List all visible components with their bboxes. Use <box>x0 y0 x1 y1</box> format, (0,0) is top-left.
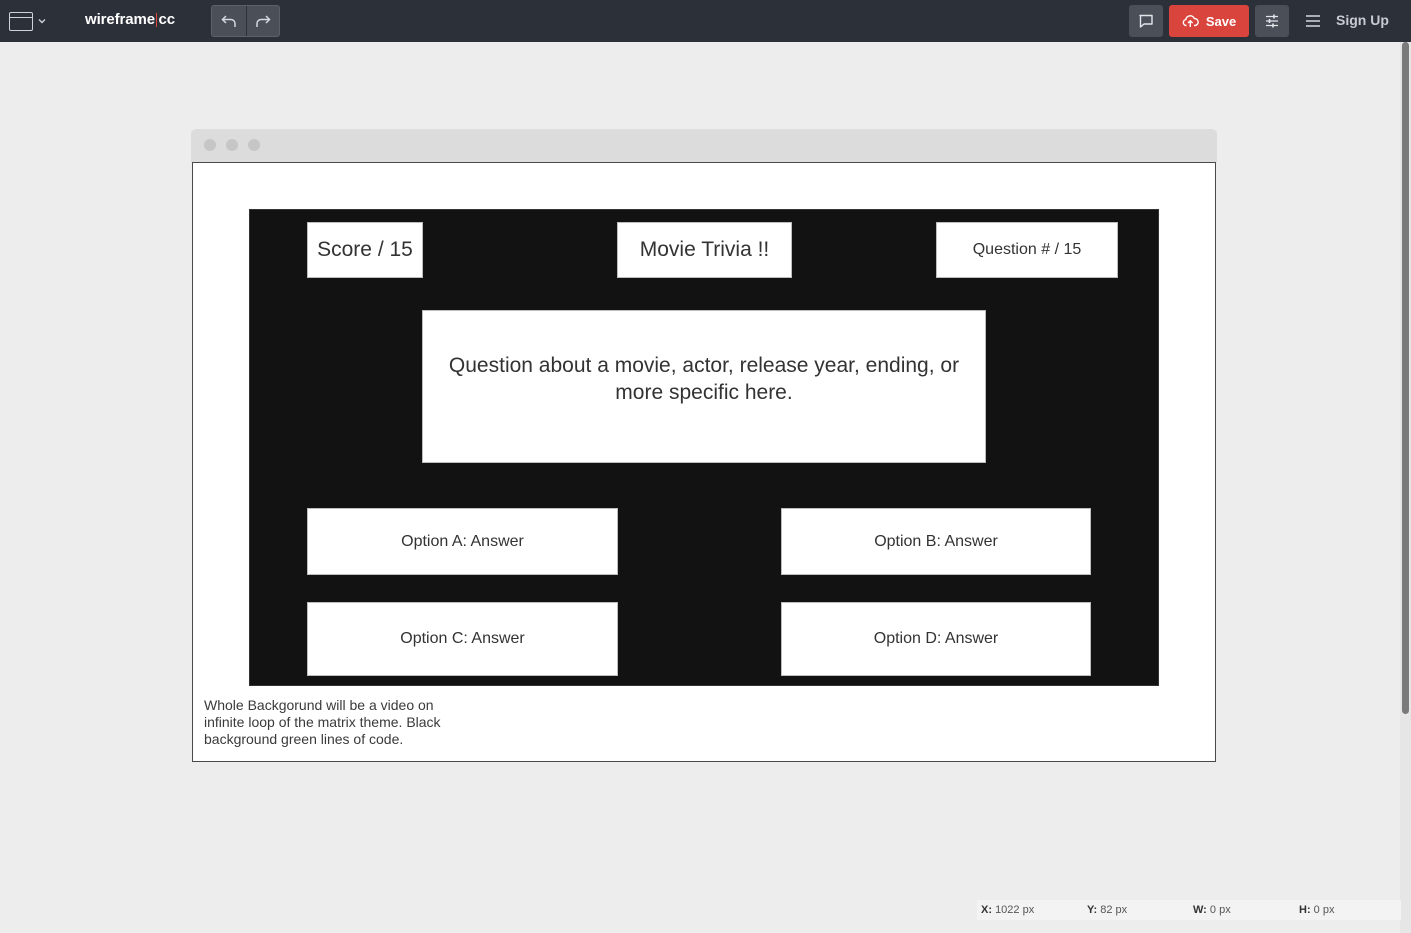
question-box[interactable]: Question about a movie, actor, release y… <box>422 310 986 463</box>
window-dot <box>226 139 238 151</box>
option-c-button[interactable]: Option C: Answer <box>307 602 618 676</box>
score-box[interactable]: Score / 15 <box>307 222 423 278</box>
redo-button[interactable] <box>245 6 280 36</box>
main-menu-button[interactable] <box>1302 10 1324 32</box>
chevron-down-icon <box>38 19 46 24</box>
save-label: Save <box>1205 13 1237 29</box>
option-b-button[interactable]: Option B: Answer <box>781 508 1091 575</box>
sliders-icon <box>1266 14 1278 28</box>
history-buttons <box>211 5 280 37</box>
coordinates-status-bar: X: 1022 px Y: 82 px W: 0 px H: 0 px <box>977 900 1401 920</box>
x-readout: X: 1022 px <box>981 904 1035 916</box>
undo-icon <box>221 15 236 27</box>
undo-button[interactable] <box>212 6 246 36</box>
redo-icon <box>256 15 271 27</box>
width-readout: W: 0 px <box>1193 904 1231 916</box>
page-menu-button[interactable] <box>4 8 52 34</box>
background-note-text[interactable]: Whole Backgorund will be a video on infi… <box>204 697 441 747</box>
trivia-title-box[interactable]: Movie Trivia !! <box>617 222 792 278</box>
height-readout: H: 0 px <box>1299 904 1335 916</box>
window-dot <box>204 139 216 151</box>
cloud-upload-icon <box>1182 15 1199 27</box>
browser-window-icon <box>9 11 33 31</box>
option-d-button[interactable]: Option D: Answer <box>781 602 1091 676</box>
settings-button[interactable] <box>1255 5 1289 37</box>
logo-suffix: cc <box>158 11 175 28</box>
window-dot <box>248 139 260 151</box>
comment-icon <box>1139 14 1153 28</box>
vertical-scrollbar-thumb[interactable] <box>1402 42 1409 714</box>
browser-frame-header[interactable] <box>191 129 1217 163</box>
logo-wordmark: wireframe <box>85 11 155 28</box>
y-readout: Y: 82 px <box>1087 904 1128 916</box>
sign-up-link[interactable]: Sign Up <box>1336 12 1389 28</box>
save-button[interactable]: Save <box>1169 5 1249 37</box>
hamburger-icon <box>1306 15 1320 27</box>
comment-button[interactable] <box>1129 5 1163 37</box>
question-number-box[interactable]: Question # / 15 <box>936 222 1118 278</box>
logo-separator <box>155 12 158 27</box>
option-a-button[interactable]: Option A: Answer <box>307 508 618 575</box>
